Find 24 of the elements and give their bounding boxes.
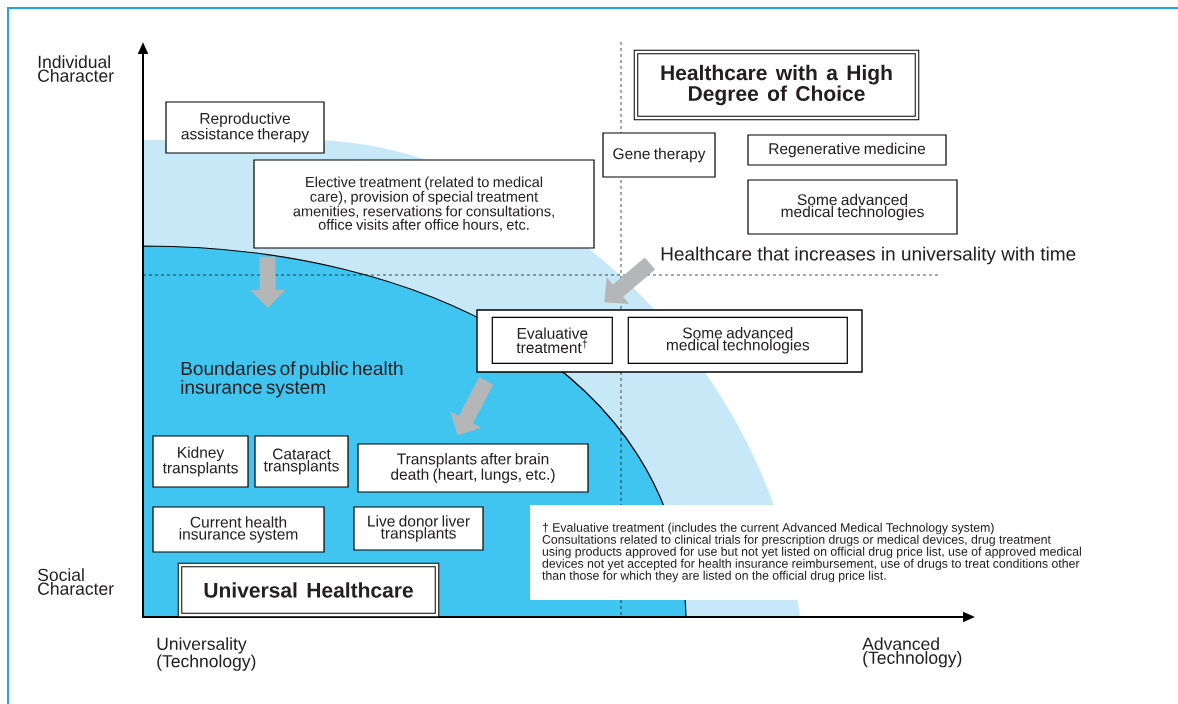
block-arrow — [604, 257, 656, 305]
footnote-box: † Evaluative treatment (includes the current Advanced Medical Technology system) Consultations related to clinical trials for prescription drugs or medical devices, drug treatment using products approved for use but not yet listed on official drug price list, use of approved medical devices not yet accepted for health insurance reimbursement, use of drugs to treat conditions other than those for which they are listed on the official drug price list. — [530, 505, 1100, 600]
treatment-box: Elective treatment (related to medical care), provision of special treatment amenities, reservations for consultations, office visits after office hours, etc. — [253, 159, 595, 249]
treatment-box: Current health insurance system — [152, 506, 325, 553]
treatment-box: Evaluative treatment$^{†}$ — [491, 316, 613, 364]
axis-label: Universality (Technology) — [157, 637, 256, 671]
treatment-box: Kidney transplants — [152, 435, 249, 488]
node-label: Consultations related to clinical trials for prescription drugs or medical devices, drug treatment using products approved for use but not yet listed on official drug price list, use of approved medical devices not yet accepted for health insurance reimbursement, use of drugs to treat conditions other than those for which they are listed on the official drug price list. — [542, 534, 1081, 583]
treatment-box: Gene therapy — [602, 132, 716, 178]
node-label: † Evaluative treatment (includes the current Advanced Medical Technology system) — [542, 522, 994, 535]
treatment-box: Reproductive assistance therapy — [165, 101, 325, 154]
axis-label: Social Character — [38, 568, 114, 595]
region-label: Boundaries of public health insurance system — [181, 361, 403, 398]
region-label: Healthcare that increases in universality with time — [661, 246, 1076, 265]
axis-label: Advanced (Technology) — [862, 637, 962, 668]
heading-box: Healthcare with a High Degree of Choice — [633, 49, 920, 121]
axis-label: Individual Character — [38, 55, 114, 82]
treatment-box: Some advanced medical technologies — [747, 179, 958, 235]
treatment-box: Live donor liver transplants — [353, 506, 484, 551]
treatment-box: Regenerative medicine — [747, 134, 947, 166]
heading-box: Universal Healthcare — [177, 562, 440, 618]
treatment-box: Some advanced medical technologies — [627, 316, 848, 364]
treatment-box: Cataract transplants — [254, 435, 349, 488]
treatment-box: Transplants after brain death (heart, lungs, etc.) — [357, 443, 589, 493]
